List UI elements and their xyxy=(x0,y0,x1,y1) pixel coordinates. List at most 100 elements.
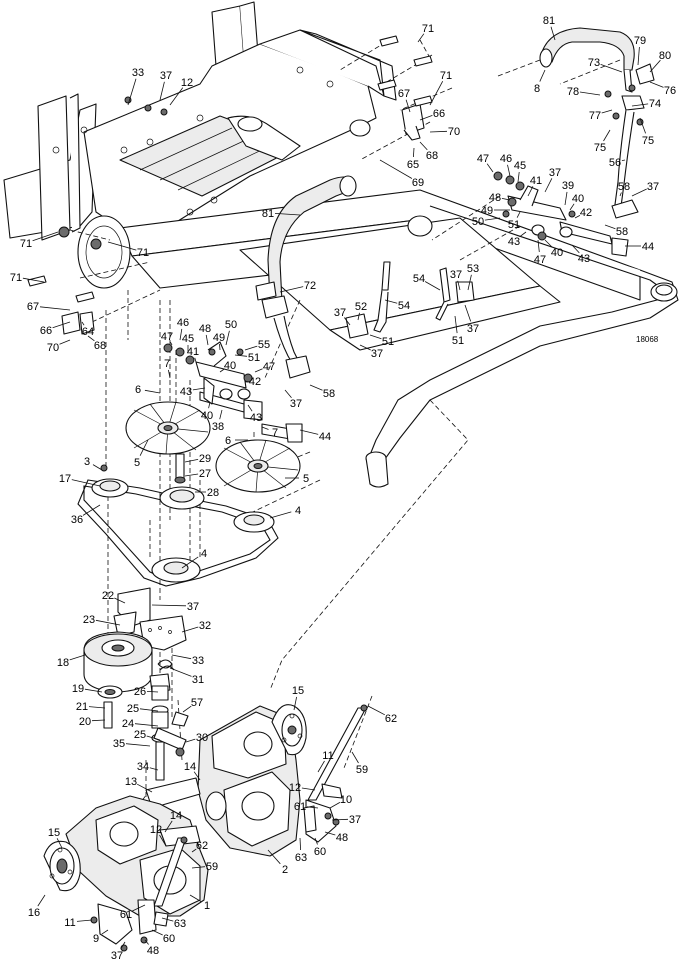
leader-line xyxy=(192,387,206,391)
callout-30: 30 xyxy=(185,732,208,744)
leader-line xyxy=(82,504,101,516)
leader-line xyxy=(306,806,319,809)
leader-line xyxy=(501,198,511,201)
callout-number: 58 xyxy=(616,226,628,238)
callout-number: 48 xyxy=(489,192,501,204)
leader-line xyxy=(649,81,664,88)
callout-25: 25 xyxy=(127,703,159,715)
leader-line xyxy=(95,619,121,626)
callout-number: 61 xyxy=(120,909,132,921)
callout-number: 64 xyxy=(82,326,94,338)
callout-number: 48 xyxy=(336,832,348,844)
callout-number: 50 xyxy=(225,319,237,331)
leader-line xyxy=(603,129,611,142)
leader-line xyxy=(517,171,520,183)
leader-line xyxy=(161,917,174,922)
leader-line xyxy=(107,241,137,251)
leader-line xyxy=(39,306,71,311)
callout-number: 7 xyxy=(272,427,278,439)
leader-line xyxy=(579,91,601,96)
leader-line xyxy=(247,404,253,412)
callout-34: 34 xyxy=(137,761,159,773)
callout-number: 43 xyxy=(180,386,192,398)
steering-lever-lower-left xyxy=(255,175,357,379)
leader-line xyxy=(159,834,167,847)
leader-line xyxy=(309,384,323,391)
callout-44: 44 xyxy=(299,429,331,443)
callout-48: 48 xyxy=(324,831,348,844)
leader-line xyxy=(429,130,448,133)
leader-line xyxy=(151,604,187,607)
callout-number: 50 xyxy=(472,216,484,228)
clutch-assembly xyxy=(83,587,189,781)
leader-line xyxy=(454,315,458,334)
diagram-code: 18068 xyxy=(636,335,659,344)
leader-line xyxy=(71,479,101,487)
callout-14: 14 xyxy=(184,761,201,781)
callout-number: 40 xyxy=(572,193,584,205)
callout-47: 47 xyxy=(161,331,173,346)
leader-line xyxy=(32,231,59,242)
callout-51: 51 xyxy=(452,315,464,347)
callout-58: 58 xyxy=(309,384,335,400)
callout-number: 15 xyxy=(48,827,60,839)
callout-number: 39 xyxy=(562,180,574,192)
callout-21: 21 xyxy=(76,701,106,713)
leader-line xyxy=(379,159,413,179)
callout-40: 40 xyxy=(569,193,584,211)
leader-line xyxy=(301,787,316,791)
leader-line xyxy=(189,894,202,902)
callout-40: 40 xyxy=(201,401,213,422)
callout-37: 37 xyxy=(450,269,462,291)
leader-line xyxy=(184,473,199,477)
callout-number: 46 xyxy=(177,317,189,329)
callout-number: 74 xyxy=(649,98,661,110)
leader-line xyxy=(600,64,623,73)
leader-line xyxy=(139,439,149,456)
callout-61: 61 xyxy=(294,801,319,813)
callout-45: 45 xyxy=(182,333,194,352)
callout-37: 37 xyxy=(331,814,361,826)
leader-line xyxy=(169,87,184,106)
callout-number: 18 xyxy=(57,657,69,669)
callout-71: 71 xyxy=(107,241,149,259)
leader-line xyxy=(544,178,553,193)
leader-line xyxy=(274,213,301,216)
callout-1: 1 xyxy=(189,894,210,912)
leader-line xyxy=(467,274,472,291)
callout-number: 53 xyxy=(467,263,479,275)
callout-41: 41 xyxy=(187,346,199,363)
leader-line xyxy=(550,26,556,41)
callout-number: 37 xyxy=(334,307,346,319)
callout-number: 37 xyxy=(549,167,561,179)
leader-line xyxy=(234,354,248,357)
leader-line xyxy=(151,929,163,936)
callout-number: 48 xyxy=(147,945,159,957)
leader-line xyxy=(179,328,183,341)
callout-32: 32 xyxy=(181,620,211,633)
callout-2: 2 xyxy=(267,849,288,876)
callout-44: 44 xyxy=(625,241,654,253)
steering-lever-upper-right xyxy=(539,27,655,219)
callout-76: 76 xyxy=(649,81,676,97)
leader-line xyxy=(144,939,149,945)
callout-number: 56 xyxy=(609,157,621,169)
linkage-hardware xyxy=(27,35,629,443)
leader-line xyxy=(225,330,230,346)
leader-line xyxy=(413,147,415,158)
callout-5: 5 xyxy=(134,439,149,469)
callout-37: 37 xyxy=(159,70,172,101)
callout-number: 6 xyxy=(225,435,231,447)
leader-line xyxy=(417,33,425,43)
leader-line xyxy=(92,464,103,471)
callout-77: 77 xyxy=(589,109,613,122)
callout-55: 55 xyxy=(244,339,270,351)
leader-line xyxy=(429,81,444,106)
leader-line xyxy=(134,723,159,727)
leader-line xyxy=(637,46,640,66)
callout-number: 19 xyxy=(72,683,84,695)
leader-line xyxy=(631,188,647,197)
callout-20: 20 xyxy=(79,716,106,728)
leader-line xyxy=(604,224,616,230)
